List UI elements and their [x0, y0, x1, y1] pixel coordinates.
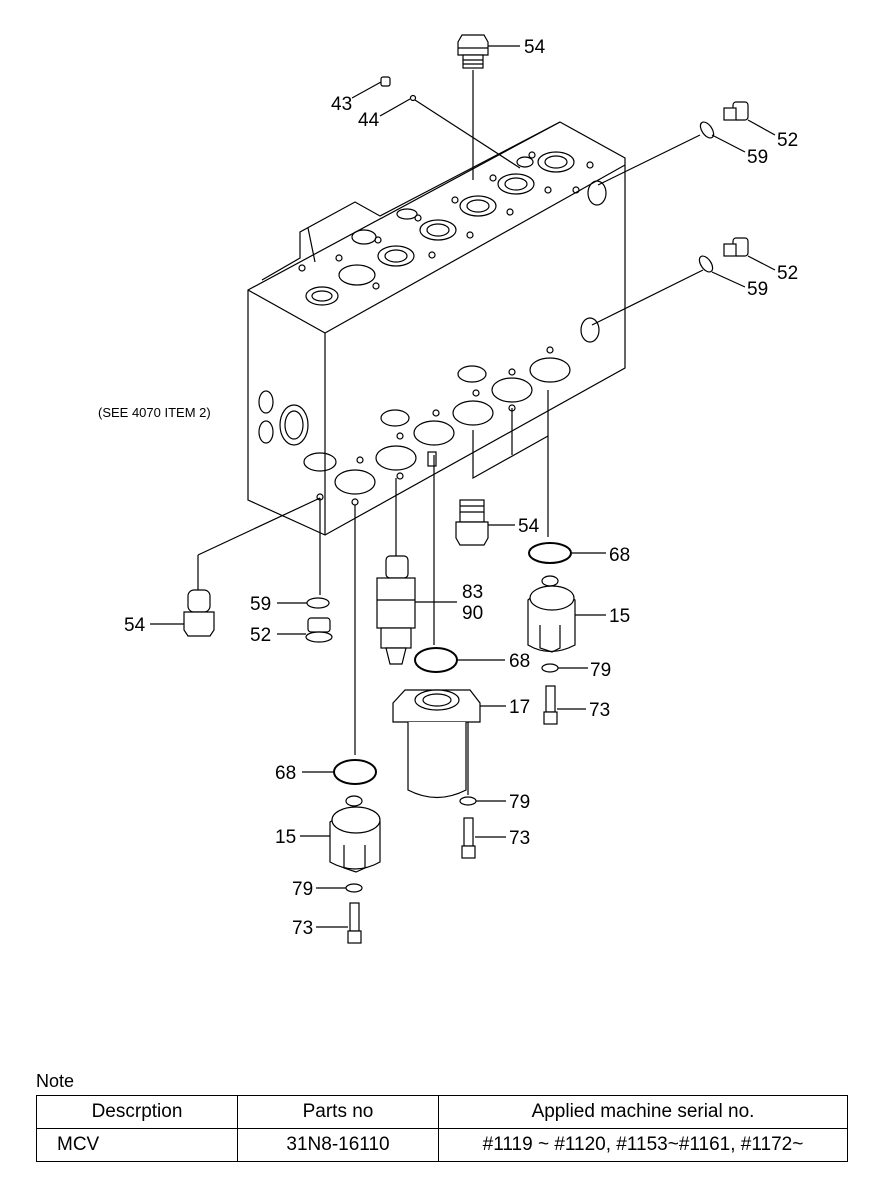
note-title: Note: [36, 1071, 75, 1091]
callout-52: 52: [250, 625, 271, 646]
bolt-73-right: [543, 685, 558, 725]
plug-54-top: [457, 34, 489, 69]
callout-79: 79: [292, 879, 313, 900]
callout-labels: 54 43 44 52 59 52 59 54 68 83 90 15 68 7…: [98, 37, 798, 939]
plug-52-left: [305, 617, 333, 643]
washer-79-lower: [345, 883, 363, 893]
callout-68: 68: [275, 763, 296, 784]
ball-44: [409, 94, 417, 102]
column-header-serial-no: Applied machine serial no.: [438, 1095, 848, 1129]
callout-68: 68: [609, 545, 630, 566]
cover-15-right: [527, 575, 576, 653]
callout-54: 54: [518, 516, 540, 537]
callout-43: 43: [331, 94, 352, 115]
table-row: MCV 31N8-16110 #1119 ~ #1120, #1153~#116…: [36, 1128, 848, 1162]
o-ring-59-lower: [698, 255, 714, 273]
callout-59: 59: [747, 147, 768, 168]
callout-79: 79: [509, 792, 530, 813]
callout-59: 59: [250, 594, 271, 615]
column-header-parts-no: Parts no: [237, 1095, 439, 1129]
callout-73: 73: [589, 700, 610, 721]
plug-54-middle: [455, 499, 489, 546]
callout-90: 90: [462, 603, 483, 624]
note-table: Descrption Parts no Applied machine seri…: [36, 1095, 848, 1162]
table-header-row: Descrption Parts no Applied machine seri…: [36, 1095, 848, 1129]
plug-54-left: [183, 589, 215, 637]
callout-73: 73: [292, 918, 313, 939]
bolt-73-lower: [347, 902, 362, 944]
bolt-73-center: [461, 817, 476, 859]
callout-54: 54: [524, 37, 546, 58]
callout-54: 54: [124, 615, 146, 636]
callout-73: 73: [509, 828, 530, 849]
cell-description: MCV: [36, 1128, 238, 1162]
cover-15-lower: [329, 795, 381, 873]
relief-valve-83-90: [376, 555, 416, 665]
o-ring-59-left: [306, 597, 330, 609]
callout-44: 44: [358, 110, 380, 131]
o-ring-59-upper: [699, 121, 715, 139]
plug-52-lower: [723, 237, 749, 257]
plug-43: [380, 76, 391, 87]
o-ring-68-lower: [333, 759, 377, 785]
see-reference-label: (SEE 4070 ITEM 2): [98, 405, 211, 420]
callout-15: 15: [275, 827, 296, 848]
housing-17: [392, 689, 481, 799]
cell-serial-no: #1119 ~ #1120, #1153~#1161, #1172~: [438, 1128, 848, 1162]
valve-block: [247, 121, 626, 536]
callout-79: 79: [590, 660, 611, 681]
washer-79-right: [541, 663, 559, 673]
cell-parts-no: 31N8-16110: [237, 1128, 439, 1162]
o-ring-68-right: [528, 542, 572, 564]
exploded-parts-diagram: 54 43 44 52 59 52 59 54 68 83 90 15 68 7…: [98, 34, 798, 944]
column-header-description: Descrption: [36, 1095, 238, 1129]
callout-59: 59: [747, 279, 768, 300]
callout-52: 52: [777, 263, 798, 284]
plug-52-upper: [723, 101, 749, 121]
washer-79-center: [459, 796, 477, 806]
callout-15: 15: [609, 606, 630, 627]
callout-52: 52: [777, 130, 798, 151]
o-ring-68-middle: [414, 647, 458, 673]
callout-17: 17: [509, 697, 530, 718]
callout-83: 83: [462, 582, 483, 603]
callout-68: 68: [509, 651, 530, 672]
